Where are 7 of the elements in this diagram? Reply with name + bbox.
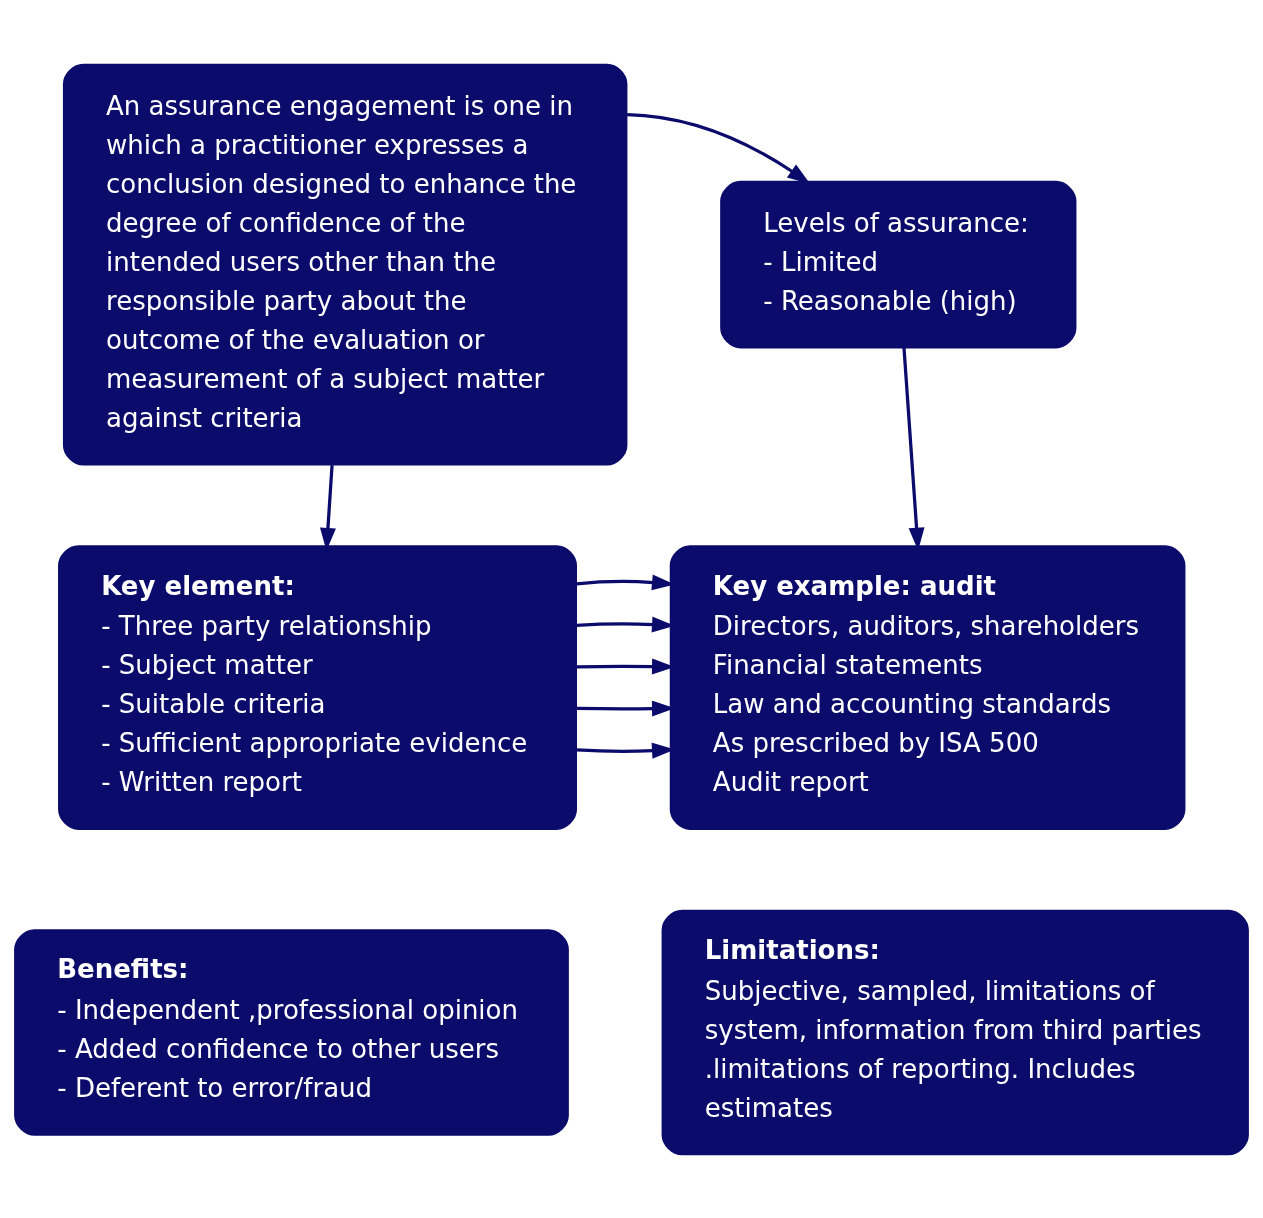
node-box: Benefits: - Independent ,professional opinion - Added confidence to other users - Deferent to error/fraud (14, 928, 569, 1136)
node-box: Limitations: Subjective, sampled, limitations of system, information from third parties .limitations of reporting. Includes estimates (661, 909, 1249, 1155)
node-box: Key example: audit Directors, auditors, shareholders Financial statements Law and accounting standards As prescribed by ISA 500 Audit report (669, 544, 1186, 830)
node-box: Levels of assurance: - Limited - Reasonable (high) (720, 180, 1077, 348)
node-box: Key element: - Three party relationship - Subject matter - Suitable criteria - Sufficient appropriate evidence - Written report (58, 544, 577, 830)
arrow (627, 112, 811, 184)
node-box: An assurance engagement is one in which a practitioner expresses a conclusion designed to enhance the degree of confidence of the intended users other than the responsible party about the outcome of the evaluation or measurement of a subject matter against criteria (62, 63, 628, 466)
